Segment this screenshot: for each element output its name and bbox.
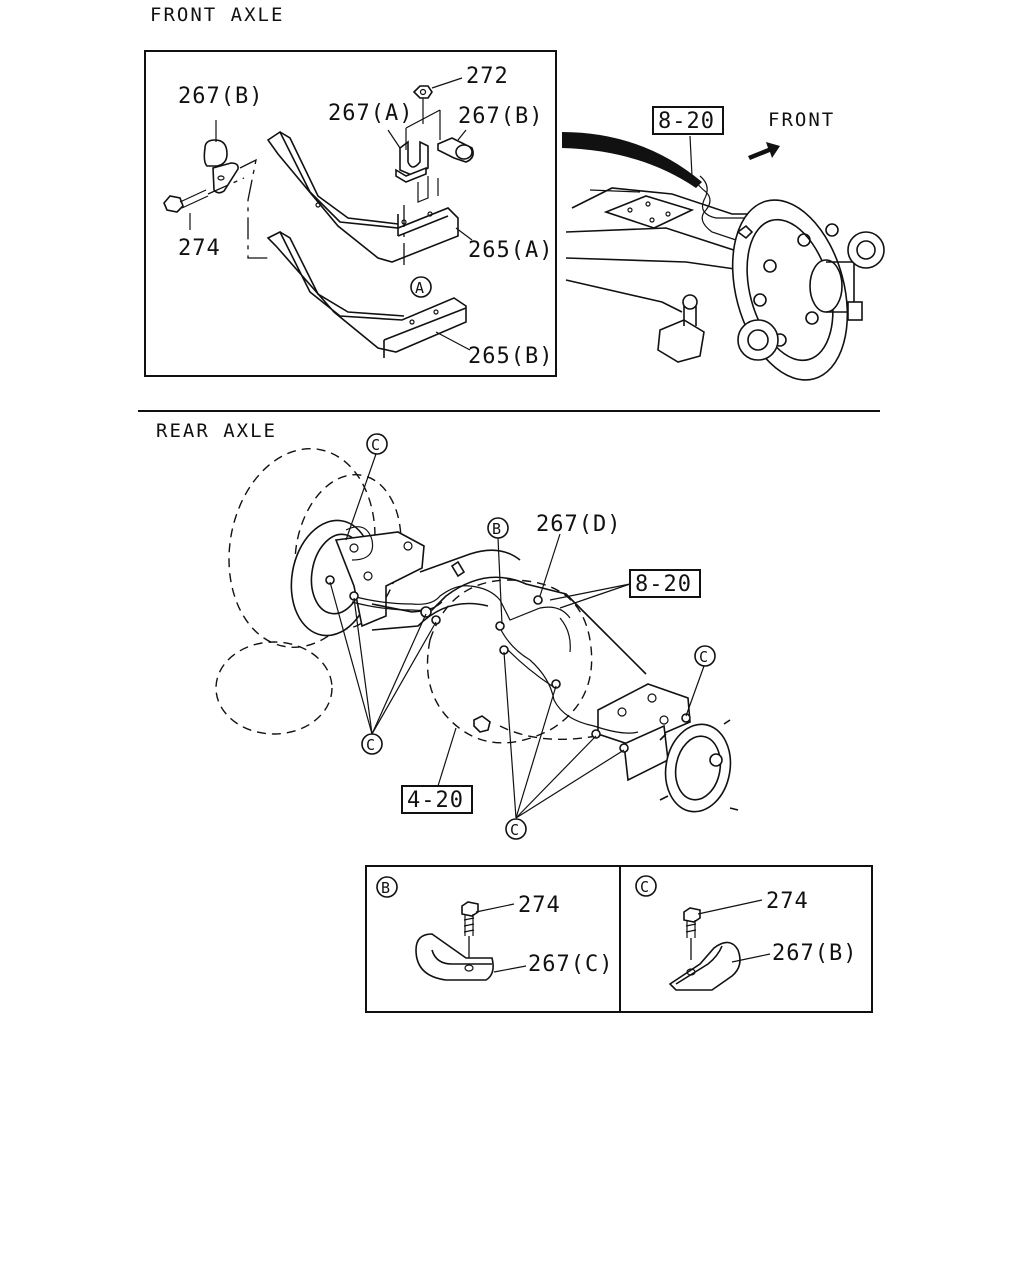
rear-axle-assembly — [215, 448, 739, 813]
detail-b-marker: B — [381, 879, 390, 897]
marker-c-left-bottom: C — [366, 736, 375, 754]
detail-c-marker: C — [640, 878, 649, 896]
front-axle-assembly — [562, 132, 885, 381]
marker-b-mid: B — [492, 520, 501, 538]
label-272: 272 — [466, 64, 509, 89]
ref-820-front: 8-20 — [658, 109, 715, 134]
detail-b-label-267c: 267(C) — [528, 952, 613, 977]
direction-arrow-icon — [748, 142, 780, 160]
label-267d: 267(D) — [536, 512, 621, 537]
label-267b-left: 267(B) — [178, 84, 263, 109]
label-265b: 265(B) — [468, 344, 553, 369]
bracket-265b — [266, 230, 471, 358]
rear-axle-title: REAR AXLE — [156, 420, 277, 442]
clamp-267a — [387, 109, 441, 183]
clamp-267b-right — [437, 129, 474, 163]
label-267a: 267(A) — [328, 101, 413, 126]
ref-box-420 — [401, 785, 473, 814]
detail-b-label-274: 274 — [518, 893, 561, 918]
label-265a: 265(A) — [468, 238, 553, 263]
nut-272 — [412, 77, 463, 124]
ref-box-820-front — [652, 106, 724, 135]
marker-c-right: C — [699, 648, 708, 666]
detail-c-label-267b: 267(B) — [772, 941, 857, 966]
marker-c-top: C — [371, 436, 380, 454]
clamp-267b-left — [203, 120, 239, 194]
detail-c-label-274: 274 — [766, 889, 809, 914]
bolt-274 — [163, 177, 245, 230]
front-axle-title: FRONT AXLE — [150, 4, 284, 26]
label-274: 274 — [178, 236, 221, 261]
detail-c: C — [635, 875, 771, 991]
label-267b-right: 267(B) — [458, 104, 543, 129]
ref-820-rear: 8-20 — [635, 572, 692, 597]
ref-420: 4-20 — [407, 788, 464, 813]
marker-a-circle — [410, 276, 432, 298]
rear-leader-lines — [329, 453, 705, 819]
direction-label: FRONT — [768, 109, 835, 131]
front-inset-frame — [144, 50, 557, 377]
marker-a: A — [415, 279, 424, 297]
bracket-265a — [266, 130, 473, 263]
detail-b: B — [376, 876, 527, 981]
ref-box-820-rear — [629, 569, 701, 598]
marker-c-center-bottom: C — [510, 821, 519, 839]
